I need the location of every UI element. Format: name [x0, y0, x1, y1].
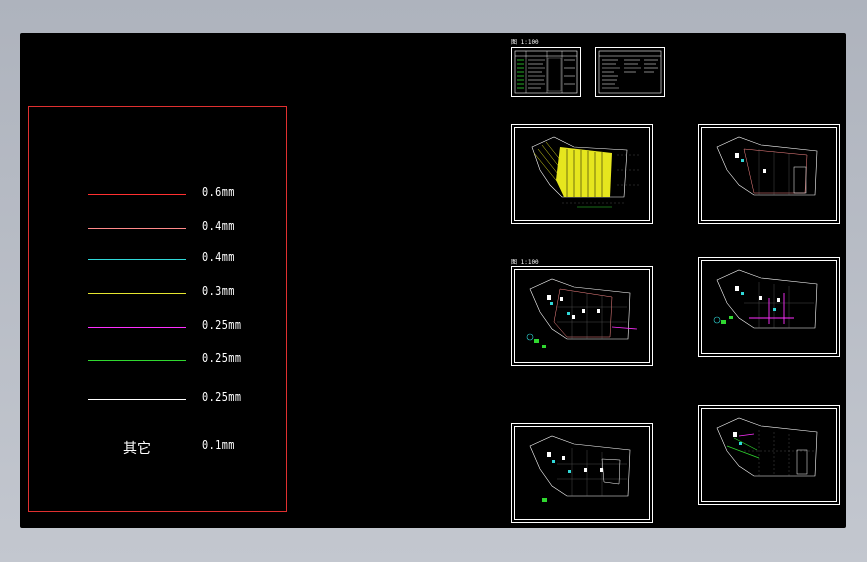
schedule-table [514, 50, 578, 94]
sheet-border [514, 426, 650, 520]
sheet-scale-label: 图 1:100 [511, 259, 539, 266]
legend-weight: 0.4mm [202, 250, 235, 264]
sheet-border [514, 269, 650, 363]
legend-row: 0.3mm [29, 284, 286, 304]
drawing-sheet-notes[interactable] [595, 47, 665, 97]
legend-row: 0.6mm [29, 185, 286, 205]
sheet-scale-label: 图 1:100 [511, 39, 539, 46]
legend-line-cyan [88, 259, 186, 260]
drawing-sheet-schedule[interactable] [511, 47, 581, 97]
legend-line-yellow [88, 293, 186, 294]
legend-line-red [88, 194, 186, 195]
floor-plan-drawing [716, 136, 818, 196]
floor-plan-drawing [531, 136, 640, 208]
legend-row: 0.25mm [29, 390, 286, 410]
legend-row: 0.4mm [29, 250, 286, 270]
legend-row-other: 其它 0.1mm [29, 438, 286, 458]
legend-line-white [88, 399, 186, 400]
drawing-sheet-floor-plan[interactable] [511, 266, 653, 366]
legend-weight: 0.25mm [202, 318, 242, 332]
floor-plan-drawing [529, 435, 631, 502]
sheet-border [701, 408, 837, 502]
drawing-sheet-floor-plan[interactable] [698, 405, 840, 505]
legend-other-label: 其它 [123, 441, 151, 457]
legend-weight: 0.25mm [202, 351, 242, 365]
legend-weight: 0.3mm [202, 284, 235, 298]
drawing-sheet-floor-plan[interactable] [698, 124, 840, 224]
legend-row: 0.25mm [29, 351, 286, 371]
floor-plan-drawing [526, 278, 638, 348]
drawing-sheet-floor-plan[interactable] [698, 257, 840, 357]
legend-line-green [88, 360, 186, 361]
sheet-border [701, 260, 837, 354]
legend-weight: 0.4mm [202, 219, 235, 233]
sheet-border [514, 127, 650, 221]
floor-plan-drawing [713, 269, 818, 329]
legend-weight: 0.6mm [202, 185, 235, 199]
notes-table [598, 50, 662, 94]
legend-row: 0.4mm [29, 219, 286, 239]
floor-plan-drawing [716, 417, 818, 477]
sheet-border [701, 127, 837, 221]
legend-weight: 0.25mm [202, 390, 242, 404]
legend-weight: 0.1mm [202, 438, 235, 452]
cad-model-space[interactable]: 0.6mm 0.4mm 0.4mm 0.3mm 0.25mm 0.25mm 0.… [20, 33, 846, 528]
line-weight-legend: 0.6mm 0.4mm 0.4mm 0.3mm 0.25mm 0.25mm 0.… [28, 106, 287, 512]
legend-line-pink [88, 228, 186, 229]
legend-line-magenta [88, 327, 186, 328]
drawing-sheet-floor-plan[interactable] [511, 124, 653, 224]
legend-row: 0.25mm [29, 318, 286, 338]
drawing-sheet-floor-plan[interactable] [511, 423, 653, 523]
